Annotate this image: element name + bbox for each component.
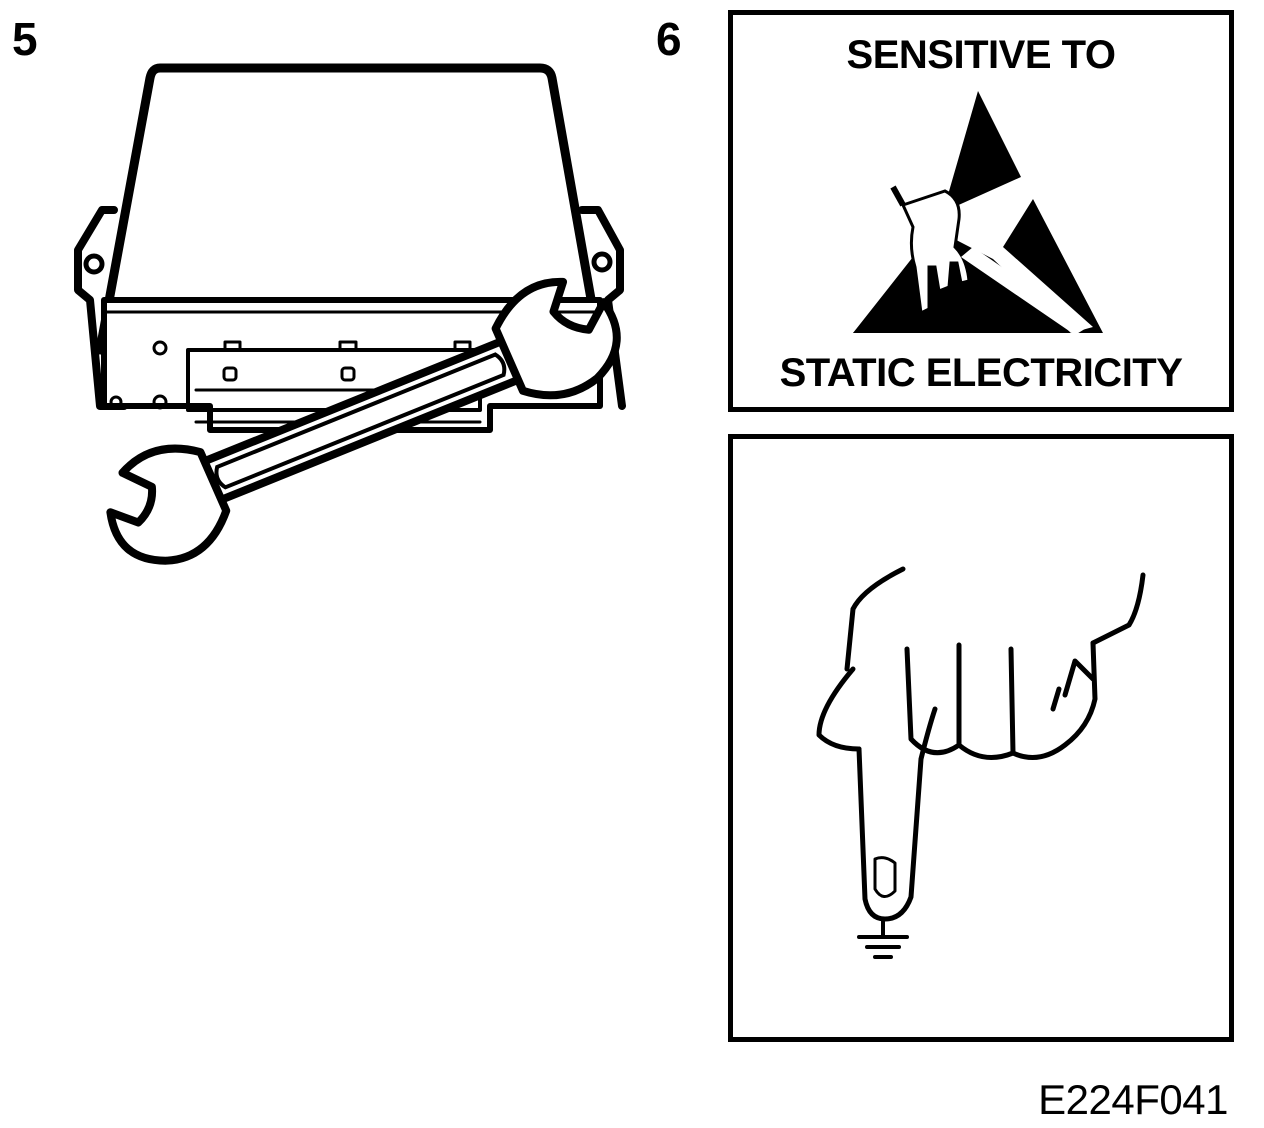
warning-top-text: SENSITIVE TO — [846, 33, 1116, 77]
control-unit-with-wrench-illustration — [74, 63, 626, 565]
ground-icon — [857, 917, 909, 959]
hand-touching-ground-icon — [816, 566, 1146, 959]
grounding-panel — [728, 434, 1234, 1042]
figure-code: E224F041 — [1038, 1076, 1228, 1123]
warning-bottom-text: STATIC ELECTRICITY — [779, 351, 1183, 395]
wrench-icon — [106, 277, 621, 565]
esd-hand-triangle-icon — [853, 91, 1103, 335]
step-6-number: 6 — [656, 13, 682, 65]
esd-warning-panel: SENSITIVE TO STATIC ELECTRICITY — [728, 10, 1234, 412]
step-5-number: 5 — [12, 13, 38, 65]
